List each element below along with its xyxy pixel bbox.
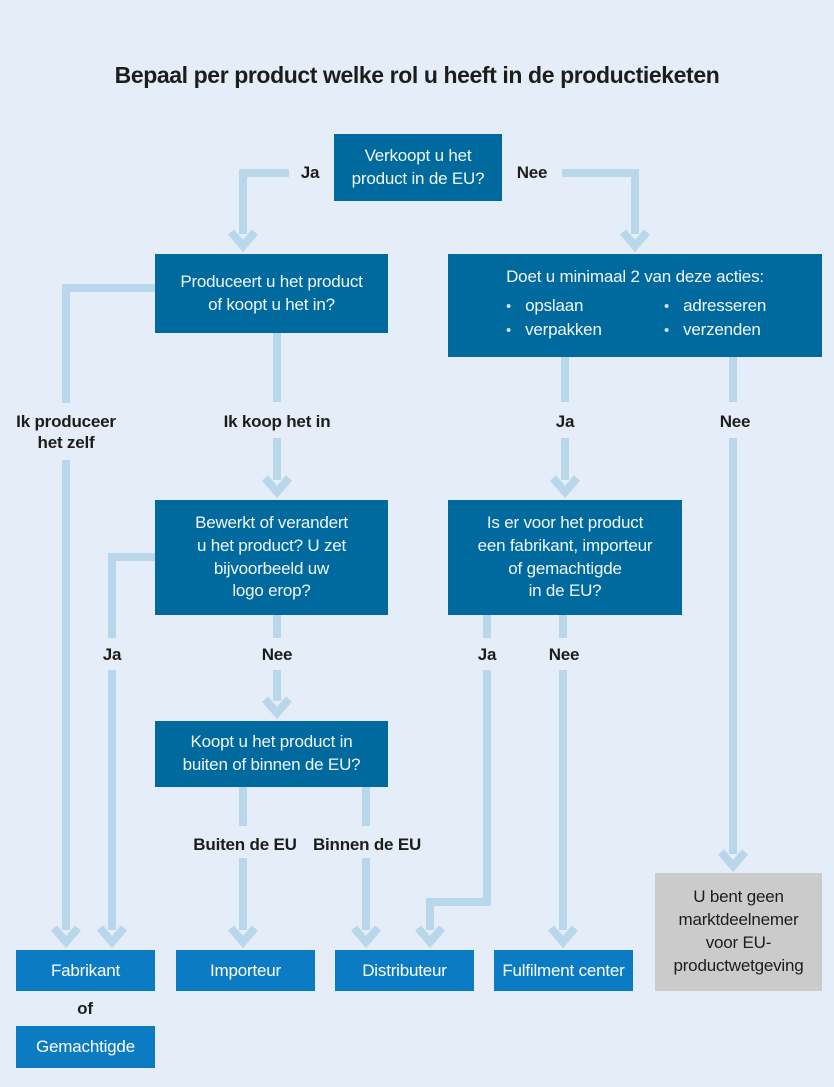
arrow-koop-het-in-to-bewerkt	[261, 333, 293, 499]
branch-label-ja: Ja	[300, 163, 320, 182]
arrow-bewerkt-nee-to-koopt	[261, 615, 293, 720]
arrow-iser-ja-to-distributeur	[414, 615, 491, 949]
branch-label-nee: Nee	[516, 163, 548, 182]
doet-box-title: Doet u minimaal 2 van deze acties:	[506, 267, 764, 286]
bullet-item: adresseren	[664, 296, 812, 316]
question-produceert-box: Produceert u het product of koopt u het …	[155, 254, 388, 333]
branch-label-ik-produceer-het-zelf: Ik produceer het zelf	[16, 412, 116, 452]
bullet-item: verpakken	[506, 320, 664, 340]
branch-label-binnen-de-eu: Binnen de EU	[312, 835, 422, 854]
question-iser-box: Is er voor het product een fabrikant, im…	[448, 500, 682, 615]
outcome-geen-marktdeelnemer-box: U bent geen marktdeelnemer voor EU- prod…	[655, 873, 822, 991]
doet-bullet-grid: opslaan adresseren verpakken verzenden	[448, 296, 822, 340]
bullet-item: opslaan	[506, 296, 664, 316]
arrow-produceer-zelf-to-fabrikant	[50, 284, 155, 949]
outcome-fulfilment-center-box: Fulfilment center	[494, 950, 633, 991]
arrow-binnen-to-distributeur	[350, 787, 382, 949]
page-title: Bepaal per product welke rol u heeft in …	[114, 62, 720, 88]
arrow-bewerkt-ja-to-fabrikant	[96, 553, 155, 949]
arrow-iser-nee-to-fulfilment	[547, 615, 579, 949]
question-koopt-box: Koopt u het product in buiten of binnen …	[155, 721, 388, 787]
outcome-gemachtigde-box: Gemachtigde	[16, 1026, 155, 1068]
branch-label-ja: Ja	[477, 645, 497, 664]
arrow-buiten-to-importeur	[227, 787, 259, 949]
question-bewerkt-box: Bewerkt of verandert u het product? U ze…	[155, 500, 388, 615]
branch-label-ja: Ja	[102, 645, 122, 664]
arrow-verkoopt-ja	[227, 169, 289, 253]
branch-label-ik-koop-het-in: Ik koop het in	[223, 412, 331, 431]
branch-label-nee: Nee	[548, 645, 580, 664]
branch-label-nee: Nee	[719, 412, 751, 431]
branch-label-ja: Ja	[555, 412, 575, 431]
question-doet-box: Doet u minimaal 2 van deze acties: opsla…	[448, 254, 822, 357]
arrow-doet-ja-to-iser	[549, 357, 581, 499]
outcome-importeur-box: Importeur	[176, 950, 315, 991]
branch-label-buiten-de-eu: Buiten de EU	[193, 835, 297, 854]
branch-label-nee: Nee	[261, 645, 293, 664]
outcome-distributeur-box: Distributeur	[335, 950, 474, 991]
label-of: of	[77, 999, 93, 1018]
arrow-doet-nee-to-geen	[717, 357, 749, 873]
arrow-verkoopt-nee	[562, 169, 651, 253]
question-verkoopt-box: Verkoopt u het product in de EU?	[334, 134, 502, 201]
bullet-item: verzenden	[664, 320, 812, 340]
outcome-fabrikant-box: Fabrikant	[16, 950, 155, 991]
